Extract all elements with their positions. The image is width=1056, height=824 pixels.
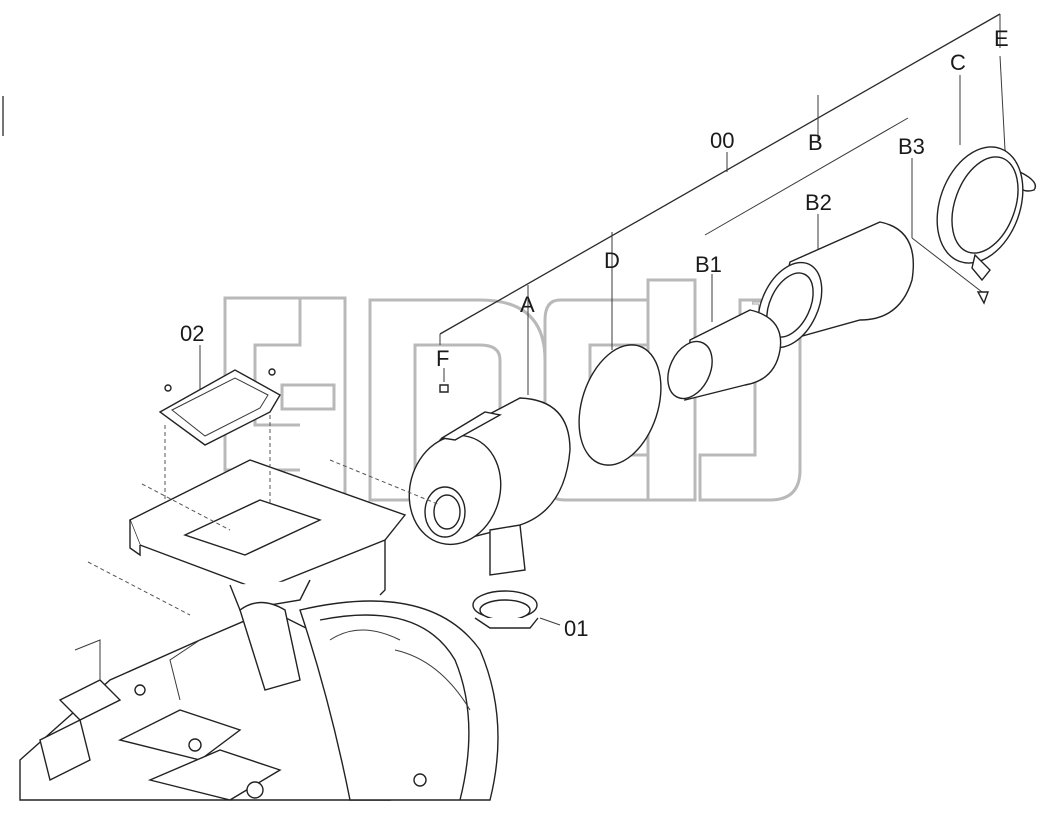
mounting-bracket	[87, 415, 441, 616]
dust-cup-part-c	[936, 146, 1024, 305]
label-b: B	[808, 130, 823, 155]
leader-lines	[199, 13, 1006, 626]
label-f: F	[436, 346, 449, 371]
label-e: E	[994, 26, 1009, 51]
label-c: C	[950, 50, 966, 75]
housing-part-a	[408, 384, 571, 576]
gasket-plate-part-02	[158, 368, 281, 446]
engine-assembly	[19, 600, 499, 801]
clamp-part-01	[472, 590, 539, 629]
label-02: 02	[180, 321, 204, 346]
label-b2: B2	[805, 190, 832, 215]
label-d: D	[604, 248, 620, 273]
label-a: A	[520, 292, 535, 317]
label-b3: B3	[898, 134, 925, 159]
seal-part-d	[578, 344, 662, 466]
label-00: 00	[710, 128, 734, 153]
inner-filter-part-b1	[667, 309, 782, 401]
label-01: 01	[564, 616, 588, 641]
label-b1: B1	[695, 252, 722, 277]
